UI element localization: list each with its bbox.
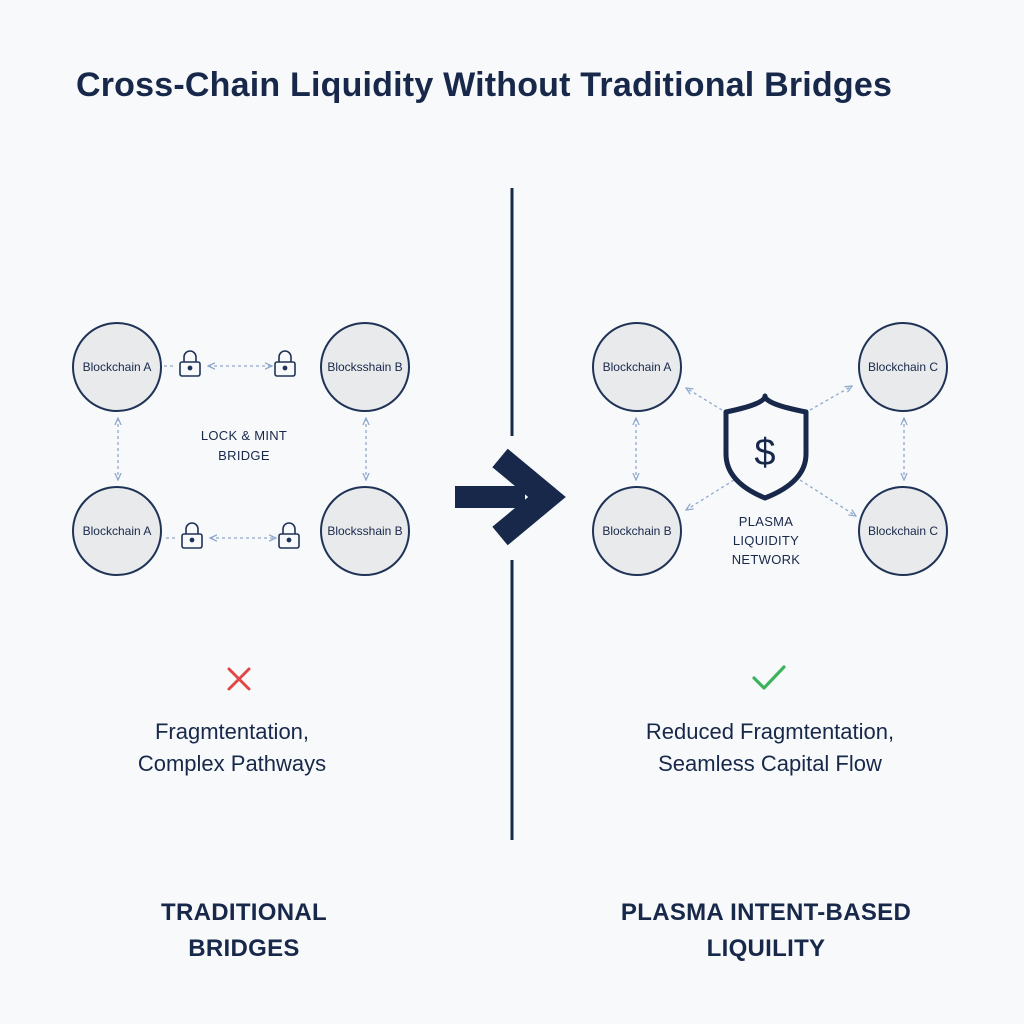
lock-icon	[179, 350, 201, 377]
plasma-network-label-line1: PLASMA	[738, 514, 794, 529]
left-connections	[118, 366, 366, 538]
left-description-line2: Complex Pathways	[137, 751, 327, 776]
node-left-top-right: Blocksshain B	[320, 322, 410, 412]
lock-icon	[274, 350, 296, 377]
left-footer-line2: BRIDGES	[188, 935, 300, 962]
right-footer-line2: LIQUILITY	[706, 935, 826, 962]
right-description-line2: Seamless Capital Flow	[658, 751, 882, 776]
page-title: Cross-Chain Liquidity Without Traditiona…	[76, 66, 893, 104]
transition-arrow-icon	[455, 448, 566, 546]
node-left-bottom-left: Blockchain A	[72, 486, 162, 576]
plasma-network-label: PLASMA LIQUIDITY NETWORK	[686, 512, 846, 569]
right-description-line1: Reduced Fragmtentation,	[645, 719, 895, 744]
node-left-bottom-right: Blocksshain B	[320, 486, 410, 576]
node-left-top-left: Blockchain A	[72, 322, 162, 412]
right-footer-label: PLASMA INTENT-BASED LIQUILITY	[556, 895, 976, 967]
plasma-network-label-line2: LIQUIDITY	[732, 533, 800, 548]
right-connections	[636, 386, 904, 516]
node-right-bottom-right: Blockchain C	[858, 486, 948, 576]
node-right-top-right: Blockchain C	[858, 322, 948, 412]
left-footer-line1: TRADITIONAL	[161, 899, 327, 926]
node-right-bottom-left: Blockchain B	[592, 486, 682, 576]
left-description-line1: Fragmtentation,	[154, 719, 310, 744]
lock-mint-label: LOCK & MINT BRIDGE	[164, 426, 324, 466]
cross-icon	[227, 667, 251, 691]
lock-icon	[181, 522, 203, 549]
left-footer-label: TRADITIONAL BRIDGES	[34, 895, 454, 967]
left-description: Fragmtentation, Complex Pathways	[52, 716, 412, 780]
right-footer-line1: PLASMA INTENT-BASED	[620, 899, 912, 926]
check-icon	[752, 665, 786, 690]
lock-icon	[278, 522, 300, 549]
lock-mint-label-line2: BRIDGE	[218, 448, 270, 463]
shield-dollar-icon: $	[723, 393, 809, 501]
plasma-network-label-line3: NETWORK	[731, 552, 801, 567]
right-description: Reduced Fragmtentation, Seamless Capital…	[590, 716, 950, 780]
svg-text:$: $	[754, 432, 775, 474]
node-right-top-left: Blockchain A	[592, 322, 682, 412]
lock-mint-label-line1: LOCK & MINT	[200, 428, 288, 443]
